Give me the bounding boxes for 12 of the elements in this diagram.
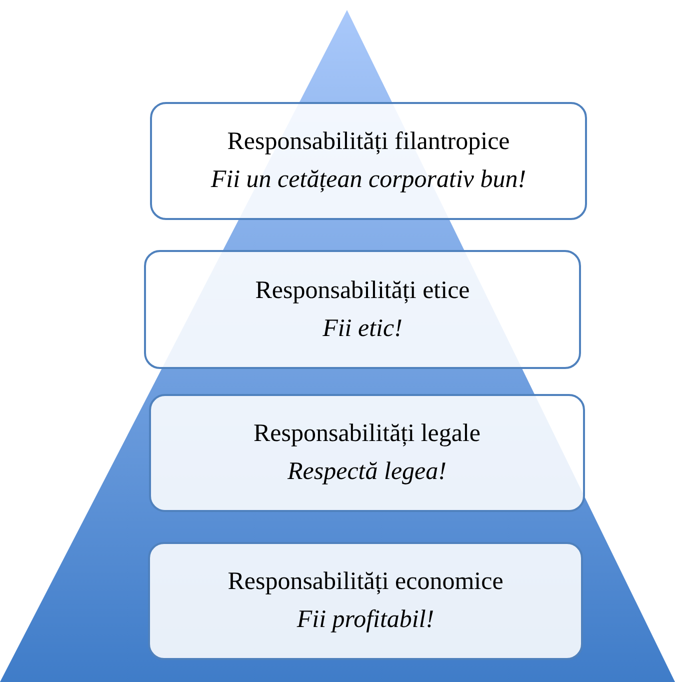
level-motto: Fii profitabil! [296,605,434,635]
level-motto: Fii etic! [322,314,402,344]
level-box [150,102,587,220]
level-motto: Fii un cetățean corporativ bun! [210,165,526,195]
level-box [144,250,581,369]
level-box [149,394,585,512]
level-box [148,542,583,660]
level-motto: Respectă legea! [288,457,446,487]
level-title: Responsabilități economice [228,567,504,597]
level-title: Responsabilități etice [255,276,470,306]
level-title: Responsabilități legale [253,419,481,449]
level-title: Responsabilități filantropice [227,127,510,157]
